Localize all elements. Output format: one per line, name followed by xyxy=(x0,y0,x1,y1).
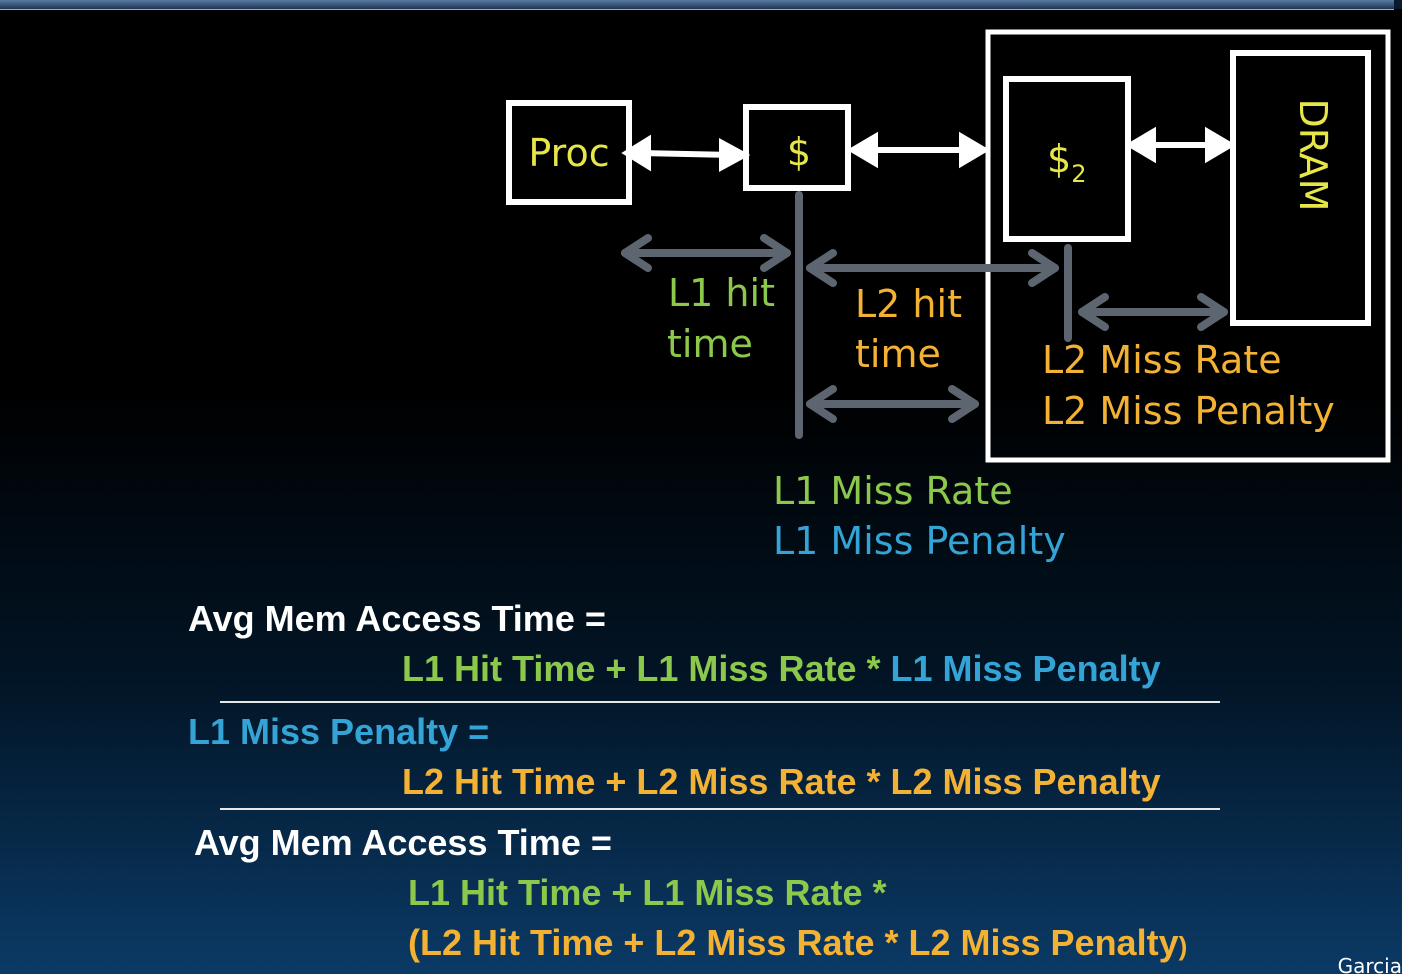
l1-miss-penalty-label: L1 Miss Penalty xyxy=(773,519,1066,563)
l2-miss-rate-label: L2 Miss Rate xyxy=(1042,338,1282,382)
timing-arrows xyxy=(621,191,1228,439)
l1-miss-rate-label: L1 Miss Rate xyxy=(773,469,1013,513)
l2-hit-time-label-line1: L2 hit xyxy=(855,282,962,326)
l1-hit-time-label-line2: time xyxy=(667,322,753,366)
data-path-arrows xyxy=(621,126,1236,173)
title-bar-strip xyxy=(0,0,1394,10)
eq1-rhs-green: L1 Hit Time + L1 Miss Rate * xyxy=(402,648,891,689)
eq3-lhs: Avg Mem Access Time = xyxy=(194,822,612,863)
eq2-lhs-blue: L1 Miss Penalty xyxy=(188,711,459,752)
l2-cache-box xyxy=(1003,76,1131,242)
proc-label: Proc xyxy=(528,131,609,175)
eq3-line1: L1 Hit Time + L1 Miss Rate * xyxy=(408,872,887,913)
l2-hit-time-label-line2: time xyxy=(855,332,941,376)
memory-hierarchy-diagram: Proc $ $2 DRAM xyxy=(528,29,1391,563)
l1-cache-label: $ xyxy=(787,130,811,174)
l1-cache-box xyxy=(743,104,851,191)
divider-1 xyxy=(220,701,1220,703)
dram-box xyxy=(1230,50,1371,326)
footer-author: Garcia xyxy=(1337,954,1402,974)
eq1-lhs: Avg Mem Access Time = xyxy=(188,598,606,639)
eq2-rhs: L2 Hit Time + L2 Miss Rate * L2 Miss Pen… xyxy=(402,761,1161,802)
l2-dram-group-box xyxy=(985,29,1391,463)
divider-2 xyxy=(220,808,1220,810)
eq1-rhs-blue: L1 Miss Penalty xyxy=(890,648,1161,689)
l1-hit-time-label-line1: L1 hit xyxy=(668,271,775,315)
eq2-lhs: L1 Miss Penalty = xyxy=(188,711,489,753)
title-bar-end xyxy=(1394,0,1402,9)
eq3-line2-text: (L2 Hit Time + L2 Miss Rate * L2 Miss Pe… xyxy=(408,922,1179,963)
l2-miss-penalty-label: L2 Miss Penalty xyxy=(1042,389,1335,433)
eq3-line2: (L2 Hit Time + L2 Miss Rate * L2 Miss Pe… xyxy=(408,922,1187,964)
eq2-lhs-equals: = xyxy=(458,711,490,752)
dram-label: DRAM xyxy=(1291,99,1335,212)
eq1-rhs: L1 Hit Time + L1 Miss Rate * L1 Miss Pen… xyxy=(402,648,1161,690)
eq3-close-paren: ) xyxy=(1178,931,1188,961)
l2-cache-label: $2 xyxy=(1047,137,1086,188)
